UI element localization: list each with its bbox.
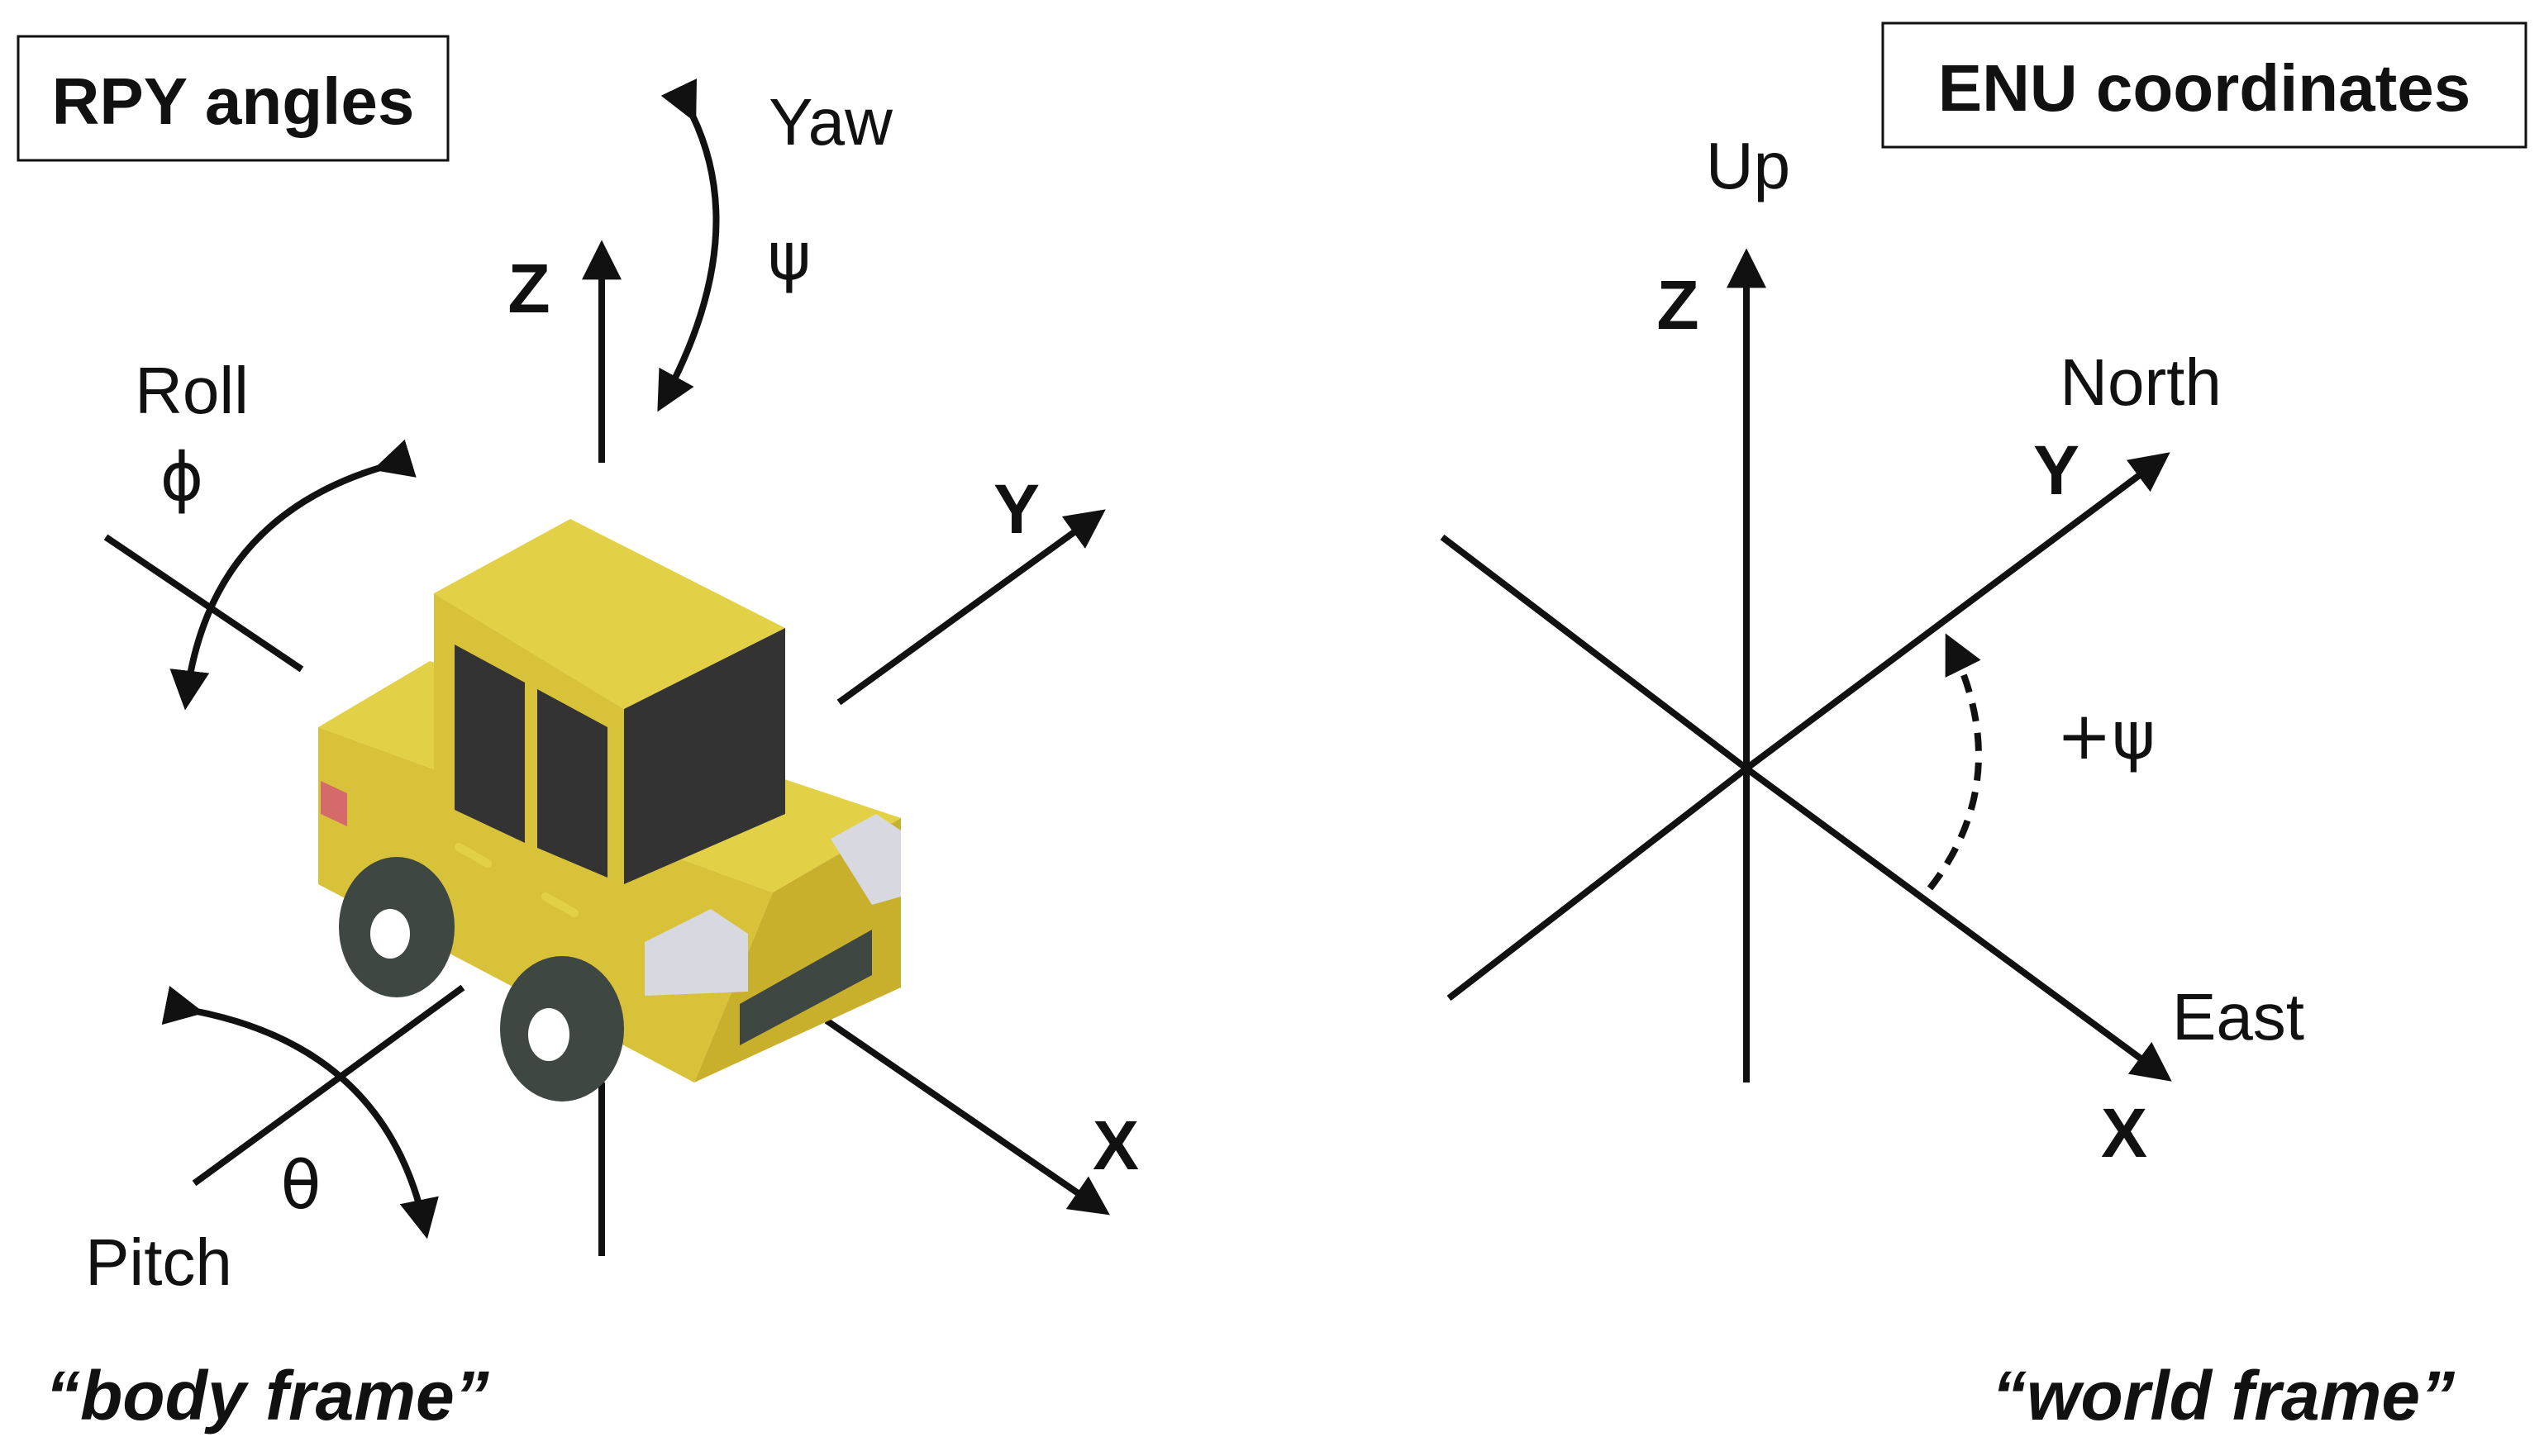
world-negative-y-line (1446, 765, 1749, 1002)
yaw-label: Yaw (769, 85, 893, 159)
car-windshield (624, 628, 785, 884)
roll-rotation-arrow (169, 439, 417, 711)
world-yaw-dashed-arrow (1927, 633, 1982, 891)
car-grille (740, 930, 872, 1045)
roll-label: Roll (135, 354, 249, 427)
body-x-axis-label: X (1093, 1106, 1139, 1184)
pitch-axis-line (192, 984, 465, 1187)
body-frame-diagram: RPY angles Z Yaw ψ Y Roll ϕ Pitch θ X (17, 35, 1139, 1435)
rpy-title: RPY angles (52, 64, 415, 138)
car-tail-light (321, 781, 347, 826)
world-yaw-symbol: +ψ (2056, 697, 2156, 774)
yaw-rotation-arrow (657, 78, 720, 412)
car-headlight-left (645, 909, 748, 996)
pitch-rotation-arrow (161, 985, 439, 1240)
car-illustration (318, 519, 901, 1102)
body-y-axis-arrow (836, 509, 1106, 706)
body-x-axis-arrow (824, 1017, 1110, 1216)
car-wheel-front (500, 956, 624, 1102)
enu-title-box: ENU coordinates (1881, 21, 2527, 149)
car-cabin-top (434, 519, 785, 709)
yaw-symbol: ψ (768, 218, 812, 295)
up-label: Up (1706, 129, 1790, 202)
enu-title: ENU coordinates (1938, 51, 2471, 125)
car-window-rear (455, 645, 525, 843)
rpy-title-box: RPY angles (17, 35, 450, 162)
world-x-axis-arrow (1744, 765, 2172, 1082)
pitch-symbol: θ (281, 1147, 322, 1224)
car-wheel-rear (339, 857, 455, 997)
world-z-axis-label: Z (1656, 266, 1698, 344)
roll-symbol: ϕ (160, 439, 204, 516)
world-frame-label: “world frame” (1992, 1357, 2455, 1435)
body-z-axis-label: Z (507, 250, 550, 327)
world-x-axis-label: X (2101, 1094, 2147, 1172)
world-frame-diagram: ENU coordinates Up Z North Y East X +ψ “… (1440, 21, 2527, 1435)
pitch-label: Pitch (85, 1225, 232, 1299)
world-y-axis-arrow (1744, 452, 2170, 772)
north-label: North (2060, 345, 2222, 419)
car-headlight-right (831, 814, 901, 905)
body-frame-label: “body frame” (45, 1357, 489, 1435)
car-door-handle (455, 843, 492, 868)
car-door-handle (541, 892, 579, 917)
roll-axis-line (103, 534, 304, 673)
car-window-front (537, 689, 607, 878)
body-y-axis-label: Y (993, 470, 1040, 548)
east-label: East (2172, 980, 2304, 1054)
world-y-axis-label: Y (2033, 431, 2080, 509)
world-negative-x-line (1440, 534, 1749, 772)
